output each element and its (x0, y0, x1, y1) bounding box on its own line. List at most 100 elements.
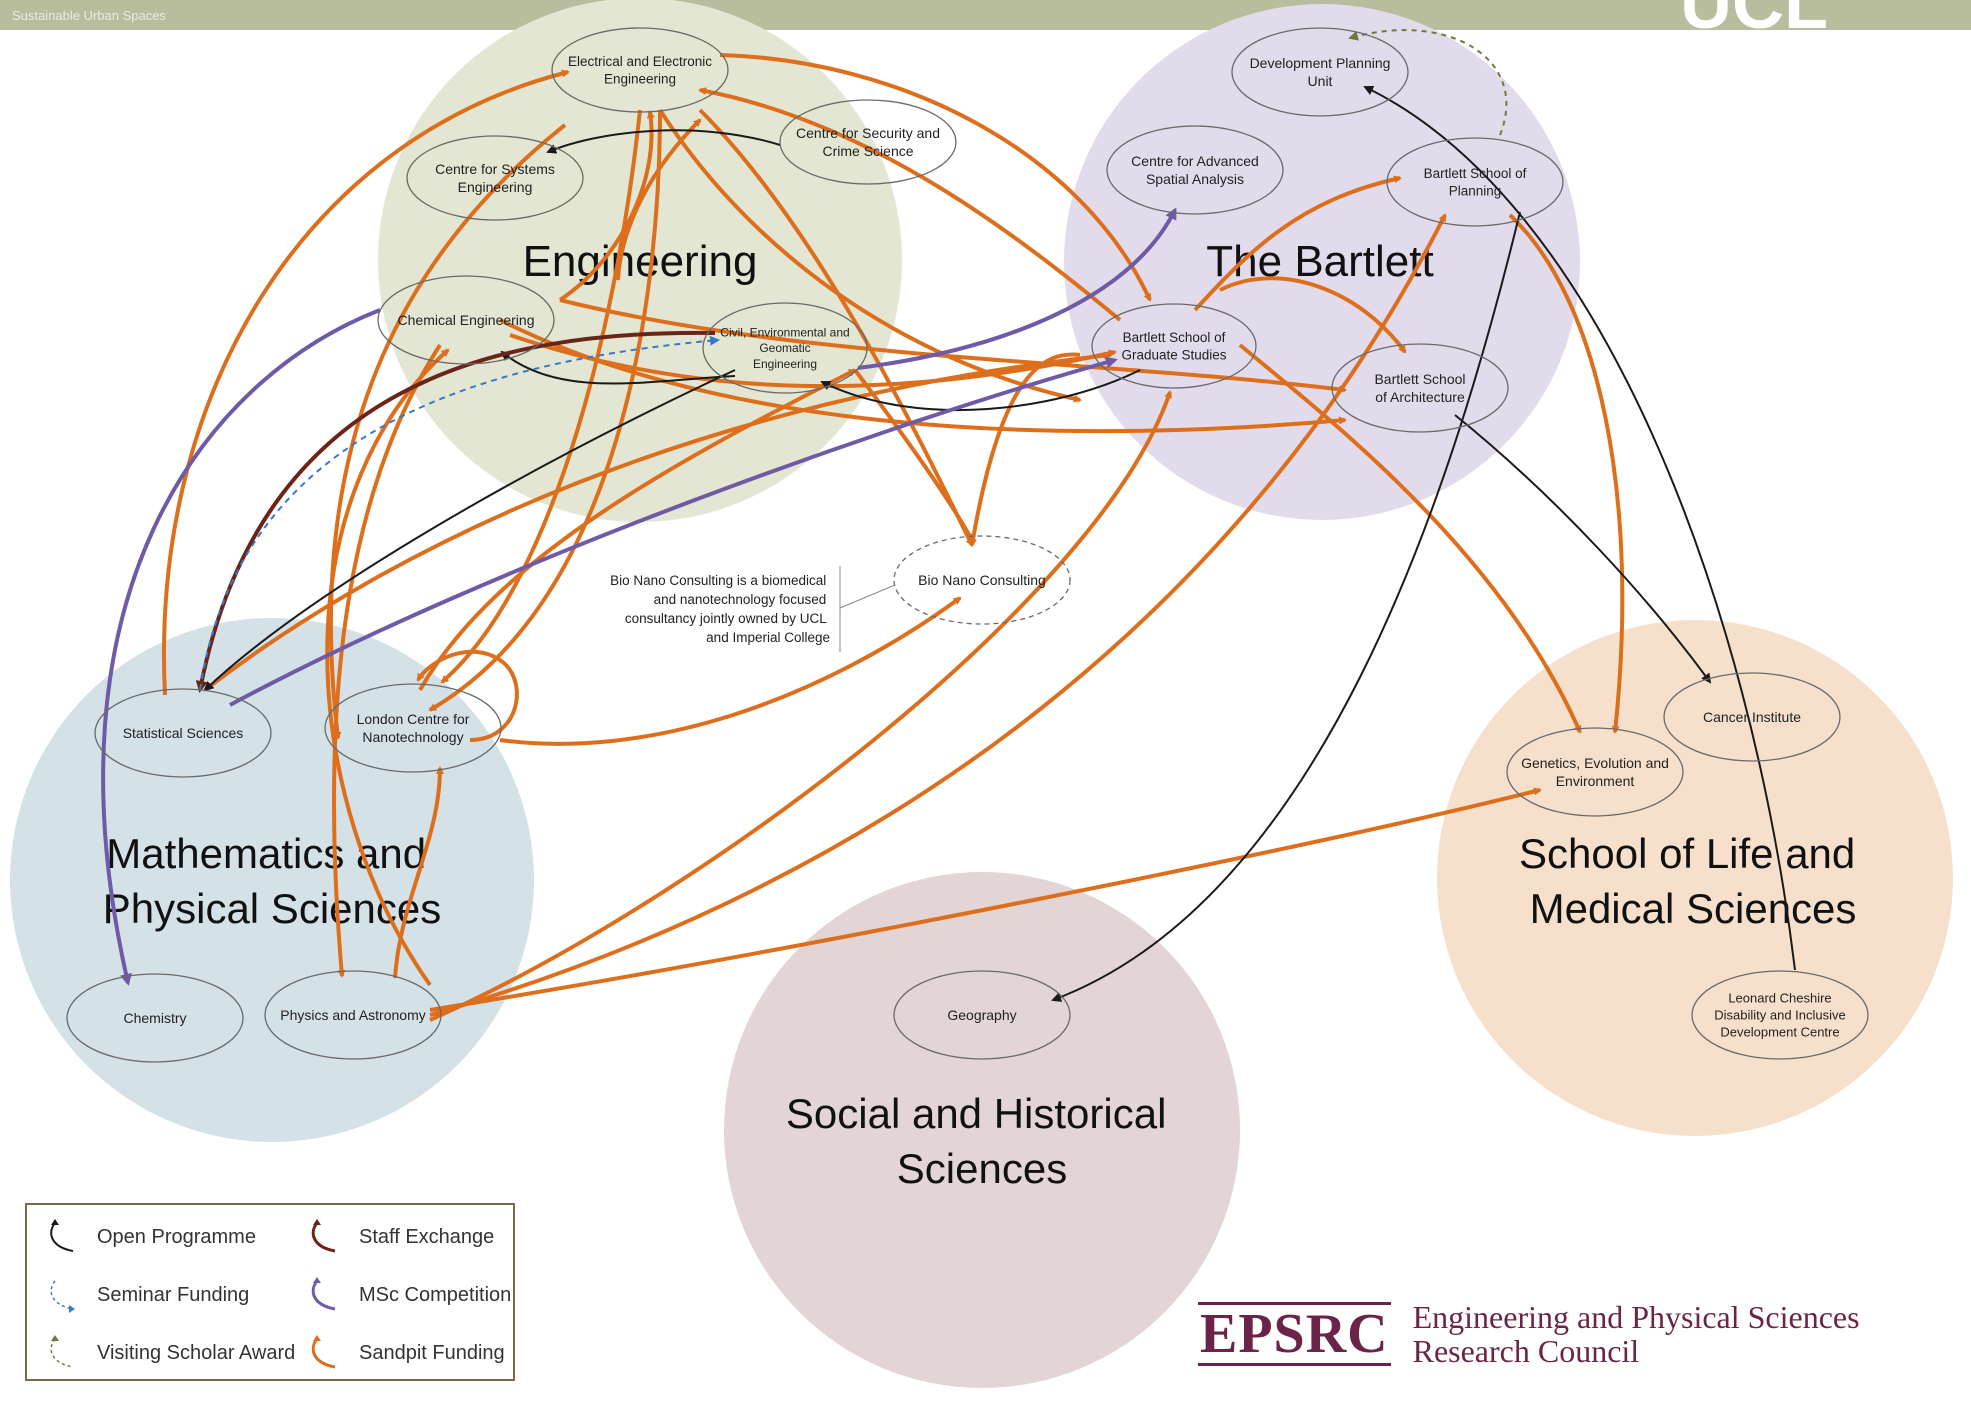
node-label: Bartlett School of Planning (1424, 166, 1527, 199)
node-label-line: Centre for Security and (796, 125, 940, 141)
connection-sandpit (418, 368, 857, 691)
node-ellipse (377, 275, 555, 365)
connection-open-programme (1363, 85, 1796, 971)
school-lifemed-label: School of Life and Medical Sciences (1519, 830, 1867, 932)
node-label-line: Planning (1449, 184, 1502, 199)
connection-open-programme (1454, 414, 1712, 684)
school-label-line: Social and Historical (786, 1090, 1167, 1137)
legend-label: Open Programme (97, 1225, 256, 1248)
connection-sandpit (499, 596, 962, 746)
note-connector (839, 584, 896, 609)
node-label-line: Spatial Analysis (1146, 171, 1244, 187)
epsrc-name-line: Engineering and Physical Sciences (1412, 1299, 1860, 1335)
connection-sandpit (1238, 343, 1582, 734)
connection-sandpit (428, 109, 662, 712)
node-label-line: Civil, Environmental and (720, 326, 849, 340)
node-label-line: Bartlett School of (1123, 330, 1226, 345)
visiting-scholar-arrow-icon (50, 1335, 74, 1368)
node-ellipse (1663, 672, 1841, 762)
school-label-line: Sciences (897, 1145, 1067, 1192)
node-label: Chemical Engineering (398, 312, 535, 328)
connection-sandpit (429, 390, 1172, 1022)
node-label-line: Engineering (458, 179, 533, 195)
node-ellipse (893, 535, 1071, 625)
connection-sandpit (698, 87, 1122, 322)
connection-open-programme (546, 129, 781, 154)
node-ellipse (1691, 970, 1869, 1060)
legend-label: Staff Exchange (359, 1225, 495, 1248)
school-lifemed-circle (1437, 620, 1953, 1136)
node-label: Geography (947, 1007, 1016, 1023)
node-label-line: Bartlett School of (1424, 166, 1527, 181)
connection-sandpit (853, 368, 974, 542)
legend-label: MSc Competition (359, 1283, 512, 1306)
connection-sandpit (559, 298, 1347, 394)
connection-open-programme (1051, 211, 1521, 1002)
node-ellipse (264, 970, 442, 1060)
connection-open-programme (203, 369, 736, 692)
node-label-line: Geography (947, 1007, 1016, 1023)
ucl-logo: UCL (1680, 0, 1828, 44)
node-label: Statistical Sciences (123, 725, 244, 741)
staff-exchange-arrow-icon (311, 1219, 336, 1253)
node-label-line: Leonard Cheshire (1728, 991, 1831, 1006)
school-bartlett-circle (1064, 4, 1580, 520)
school-engineering-label: Engineering (523, 237, 758, 286)
node-label-line: Chemical Engineering (398, 312, 535, 328)
connection-open-programme (820, 369, 1141, 412)
node-ellipse (702, 302, 868, 394)
legend-label: Sandpit Funding (359, 1341, 505, 1364)
connection-sandpit (509, 333, 1117, 389)
node-ellipse (1231, 27, 1409, 117)
node-label-line: Centre for Advanced (1131, 153, 1259, 169)
connection-sandpit (429, 213, 1447, 1017)
connection-sandpit (203, 351, 1112, 692)
node-label-line: Nanotechnology (362, 729, 463, 745)
connection-seminar-funding (199, 335, 720, 691)
node-chemistry: Chemistry (66, 973, 244, 1063)
node-cancer: Cancer Institute (1663, 672, 1841, 762)
note-line: consultancy jointly owned by UCL (625, 611, 827, 626)
sandpit-funding-arrow-icon (311, 1335, 336, 1369)
node-ellipse (1106, 125, 1284, 215)
node-label: Physics and Astronomy (280, 1007, 426, 1023)
node-ellipse (66, 973, 244, 1063)
node-stat: Statistical Sciences (94, 688, 272, 778)
node-label-line: Bio Nano Consulting (918, 572, 1046, 588)
node-label-line: Development Centre (1720, 1025, 1839, 1040)
connection-sandpit (969, 352, 1081, 547)
open-programme-arrow-icon (50, 1219, 74, 1252)
node-label: Cancer Institute (1703, 709, 1801, 725)
legend: Open Programme Staff Exchange Seminar Fu… (25, 1203, 515, 1381)
epsrc-logo: EPSRC (1198, 1302, 1391, 1366)
school-label-line: School of Life and (1519, 830, 1855, 877)
node-label-line: Disability and Inclusive (1714, 1008, 1846, 1023)
node-label-line: London Centre for (357, 711, 470, 727)
node-label-line: Physics and Astronomy (280, 1007, 426, 1023)
epsrc-footer: EPSRC Engineering and Physical Sciences … (1198, 1300, 1860, 1368)
epsrc-name: Engineering and Physical Sciences Resear… (1413, 1300, 1860, 1368)
node-bsp: Bartlett School of Planning (1386, 137, 1564, 227)
node-label-line: Chemistry (123, 1010, 186, 1026)
node-label-line: Cancer Institute (1703, 709, 1801, 725)
connection-sandpit (440, 109, 642, 684)
seminar-funding-arrow-icon (50, 1280, 75, 1313)
connection-open-programme (500, 350, 736, 385)
msc-competition-arrow-icon (311, 1277, 336, 1311)
connections (101, 29, 1796, 1022)
node-label: Bio Nano Consulting (918, 572, 1046, 588)
